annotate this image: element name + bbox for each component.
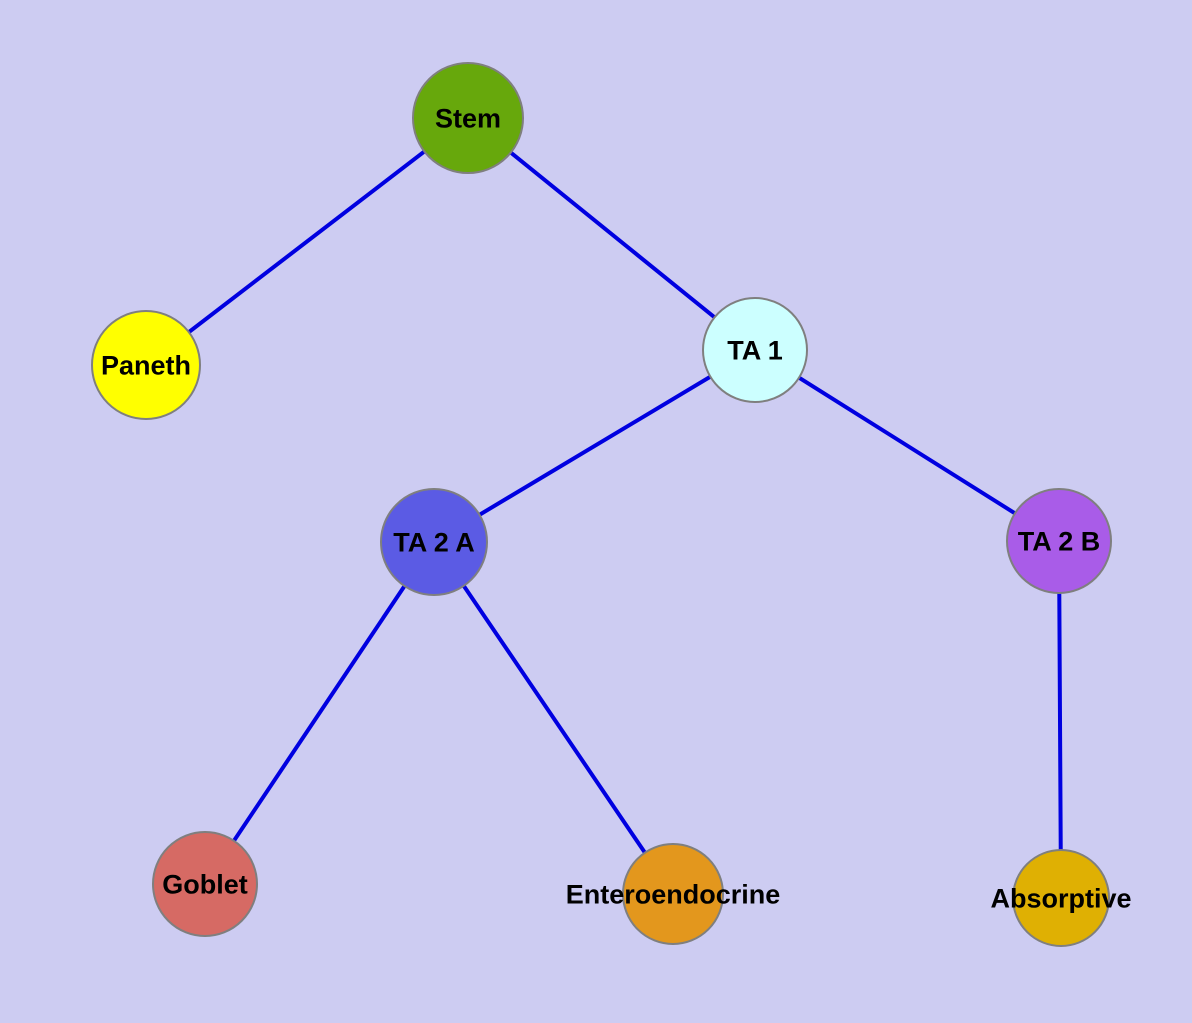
node-paneth[interactable]: Paneth [91, 310, 201, 420]
node-ta-2-a[interactable]: TA 2 A [380, 488, 488, 596]
node-circle-stem[interactable] [412, 62, 524, 174]
edge-ta-2-b-to-absorptive[interactable] [1057, 539, 1063, 900]
node-circle-paneth[interactable] [91, 310, 201, 420]
node-circle-ta-2-b[interactable] [1006, 488, 1112, 594]
node-circle-absorptive[interactable] [1012, 849, 1110, 947]
node-goblet[interactable]: Goblet [152, 831, 258, 937]
edge-ta-2-a-to-goblet[interactable] [203, 540, 436, 886]
node-circle-enteroendocrine[interactable] [622, 843, 724, 945]
edge-ta-2-a-to-enteroendocrine[interactable] [432, 540, 675, 896]
node-ta-2-b[interactable]: TA 2 B [1006, 488, 1112, 594]
edges-layer [144, 116, 1063, 900]
edge-stem-to-paneth[interactable] [144, 116, 470, 367]
node-circle-ta-2-a[interactable] [380, 488, 488, 596]
edge-ta-1-to-ta-2-b[interactable] [753, 348, 1061, 543]
node-circle-ta-1[interactable] [702, 297, 808, 403]
node-ta-1[interactable]: TA 1 [702, 297, 808, 403]
node-circle-goblet[interactable] [152, 831, 258, 937]
edge-ta-1-to-ta-2-a[interactable] [432, 348, 757, 544]
edge-stem-to-ta-1[interactable] [466, 116, 757, 352]
node-stem[interactable]: Stem [412, 62, 524, 174]
